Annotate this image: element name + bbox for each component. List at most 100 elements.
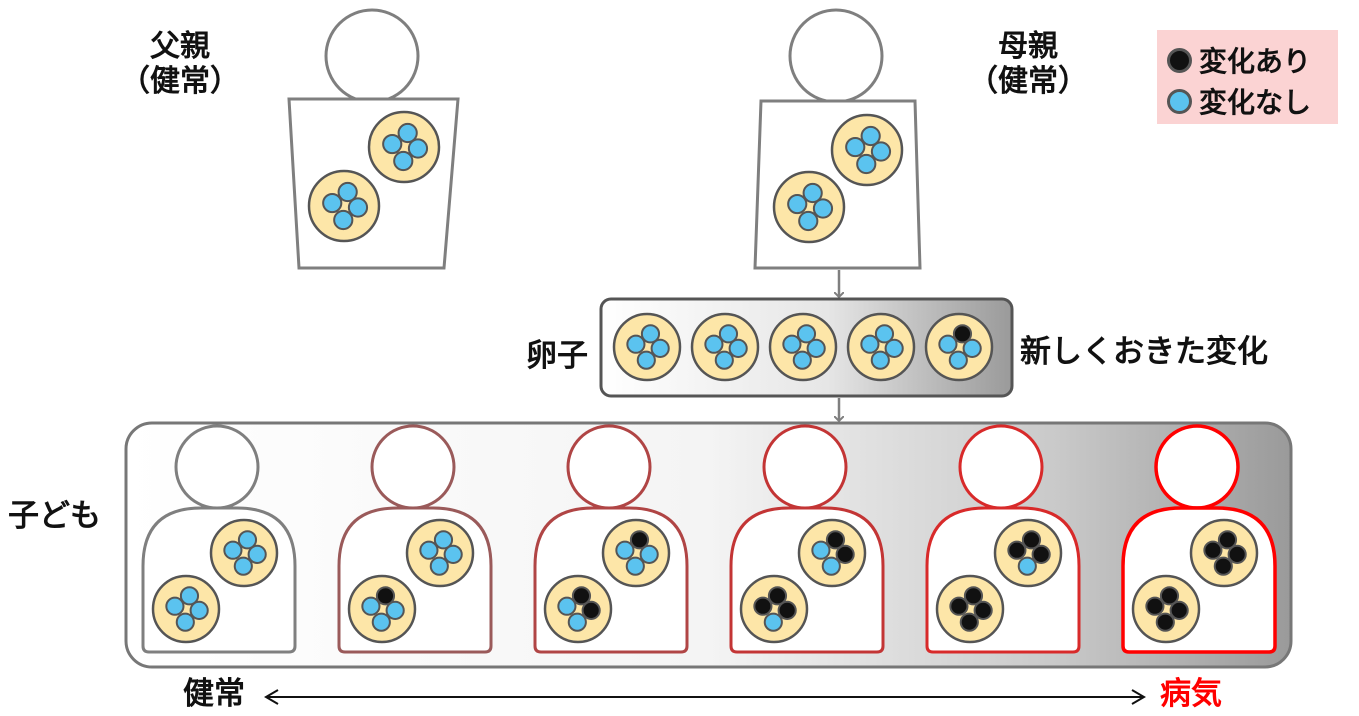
changed-dot — [825, 530, 846, 550]
father-label: 父親 （健常） — [120, 29, 240, 99]
father-cell-lower — [307, 169, 381, 243]
changed-dot-icon — [1167, 47, 1192, 73]
cell-body — [830, 113, 904, 187]
unchanged-dot-icon — [1167, 88, 1192, 114]
unchanged-dot — [165, 596, 185, 616]
axis-right-arrowhead — [1131, 689, 1146, 705]
child-head — [1154, 424, 1240, 510]
unchanged-dot — [337, 181, 358, 203]
unchanged-dot — [407, 138, 429, 159]
unchanged-dot — [179, 586, 200, 606]
cell-body — [846, 312, 916, 382]
children-box — [124, 421, 1293, 669]
child-cell-lower — [543, 574, 613, 644]
mother-figure — [753, 8, 922, 270]
legend-unchanged-label: 変化なし — [1199, 86, 1312, 119]
unchanged-dot — [806, 338, 826, 358]
child-cell-lower — [1131, 574, 1201, 644]
unchanged-dot — [948, 350, 968, 370]
father-figure — [287, 8, 460, 270]
changed-dot — [1007, 540, 1027, 560]
cell-body — [924, 312, 994, 382]
father-body — [287, 97, 460, 270]
unchanged-dot — [615, 540, 635, 560]
unchanged-dot — [557, 596, 577, 616]
changed-dot — [1203, 540, 1223, 560]
unchanged-dot — [640, 324, 661, 344]
cell-body — [797, 518, 867, 588]
unchanged-dot — [704, 334, 724, 354]
mother-cell-upper — [830, 113, 904, 187]
unchanged-dot — [626, 334, 646, 354]
child-cell-upper — [209, 518, 279, 588]
father-title: 父親 — [150, 29, 210, 64]
changed-dot — [1145, 596, 1165, 616]
unchanged-dot — [443, 544, 463, 564]
cell-body — [1131, 574, 1201, 644]
child-cell-upper — [797, 518, 867, 588]
cell-body — [347, 574, 417, 644]
unchanged-dot — [811, 540, 831, 560]
unchanged-dot — [175, 612, 195, 632]
child-cell-upper — [1189, 518, 1259, 588]
child-head — [958, 424, 1044, 510]
unchanged-dot — [237, 530, 258, 550]
egg-cell — [768, 312, 838, 382]
father-cell-upper — [367, 110, 441, 184]
changed-dot — [963, 586, 984, 606]
changed-dot — [767, 586, 788, 606]
unchanged-dot — [429, 556, 449, 576]
unchanged-dot — [718, 324, 739, 344]
changed-dot — [629, 530, 650, 550]
unchanged-dot — [782, 334, 802, 354]
child-head — [762, 424, 848, 510]
egg-cell — [690, 312, 760, 382]
cell-body — [772, 170, 846, 244]
unchanged-dot — [870, 350, 890, 370]
healthy-label: 健常 — [183, 676, 245, 712]
mother-title: 母親 — [998, 29, 1058, 64]
child-figure — [337, 424, 493, 654]
cell-body — [690, 312, 760, 382]
mother-label: 母親 （健常） — [968, 29, 1088, 99]
changed-dot — [571, 586, 592, 606]
changed-dot — [753, 596, 773, 616]
cell-body — [209, 518, 279, 588]
changed-dot — [1217, 530, 1238, 550]
legend: 変化あり 変化なし — [1157, 30, 1338, 124]
changed-dot — [1155, 612, 1175, 632]
unchanged-dot — [322, 192, 343, 214]
unchanged-dot — [714, 350, 734, 370]
unchanged-dot — [625, 556, 645, 576]
unchanged-dot — [792, 350, 812, 370]
child-cell-upper — [405, 518, 475, 588]
unchanged-dot — [347, 197, 369, 218]
unchanged-dot — [650, 338, 670, 358]
father-head — [324, 8, 420, 104]
unchanged-dot — [393, 150, 414, 172]
children-label: 子ども — [8, 498, 101, 534]
unchanged-dot — [874, 324, 895, 344]
cell-body — [739, 574, 809, 644]
unchanged-dot — [821, 556, 841, 576]
unchanged-dot — [1017, 556, 1037, 576]
legend-changed: 変化あり — [1167, 40, 1311, 80]
changed-dot — [949, 596, 969, 616]
unchanged-dot — [884, 338, 904, 358]
child-cell-lower — [151, 574, 221, 644]
father-status: （健常） — [120, 63, 240, 99]
unchanged-dot — [247, 544, 267, 564]
unchanged-dot — [938, 334, 958, 354]
unchanged-dot — [361, 596, 381, 616]
changed-dot — [581, 600, 601, 620]
child-cell-upper — [601, 518, 671, 588]
legend-changed-label: 変化あり — [1199, 45, 1312, 78]
unchanged-dot — [787, 193, 808, 215]
child-figure — [141, 424, 297, 654]
egg-cell — [924, 312, 994, 382]
unchanged-dot — [636, 350, 656, 370]
changed-dot — [1169, 600, 1189, 620]
unchanged-dot — [856, 153, 877, 175]
unchanged-dot — [860, 334, 880, 354]
